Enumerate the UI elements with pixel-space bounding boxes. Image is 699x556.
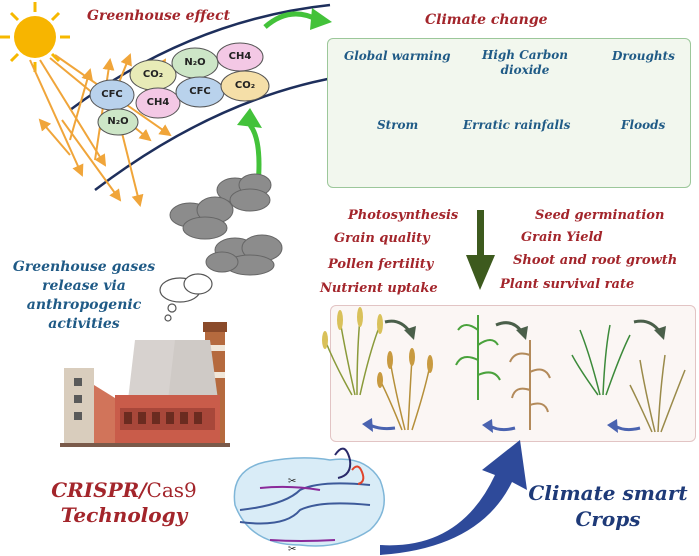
sun-icon	[0, 2, 70, 72]
text-line: Crops	[575, 507, 641, 531]
green-arrow-to-climate	[263, 11, 320, 29]
gas-label: CH4	[228, 51, 252, 62]
rice-plants	[571, 324, 686, 433]
wheat-heads	[322, 307, 433, 388]
effect-label: Seed germination	[535, 208, 665, 223]
gas-label: CO₂	[234, 80, 256, 91]
maize-plants	[455, 315, 551, 430]
crispr-word: CRISPR/	[51, 478, 147, 502]
gas-label: CO₂	[142, 69, 164, 80]
climate-change-title: Climate change	[425, 12, 548, 28]
text-line: release via	[42, 278, 126, 294]
cas9-word: Cas9	[146, 478, 197, 502]
climate-item-label: Floods	[621, 118, 666, 132]
factory-icon	[60, 322, 230, 447]
greenhouse-effect-title: Greenhouse effect	[87, 8, 231, 24]
text-line: Climate smart	[528, 481, 688, 505]
text-line: Greenhouse gases	[12, 259, 156, 275]
gas-label: CH4	[146, 97, 170, 108]
crispr-technology-text: CRISPR/Cas9 Technology	[24, 478, 224, 528]
smoke-clouds	[169, 173, 283, 276]
crispr-cell-icon: ✂ ✂	[233, 447, 385, 555]
crop-transition-arrows	[384, 319, 666, 340]
svg-text:✂: ✂	[288, 544, 296, 555]
text-line: anthropogenic	[26, 297, 142, 313]
effect-label: Shoot and root growth	[513, 253, 678, 268]
climate-item-label: Strom	[377, 118, 419, 132]
text-line: activities	[48, 316, 120, 332]
atmosphere-inner-arc	[94, 73, 351, 191]
dark-arrow-down	[466, 210, 495, 290]
climate-item-label: High Carbon dioxide	[482, 48, 568, 77]
effect-label: Grain Yield	[521, 230, 603, 245]
climate-smart-crops-text: Climate smart Crops	[518, 480, 698, 532]
climate-change-panel	[327, 38, 691, 188]
small-cloud-puffs	[159, 273, 213, 322]
sun-rays	[29, 53, 172, 207]
gas-molecules	[89, 42, 270, 136]
gas-label: CFC	[101, 89, 123, 100]
greenhouse-gases-release-text: Greenhouse gases release via anthropogen…	[4, 258, 164, 334]
effect-label: Photosynthesis	[348, 208, 459, 223]
effect-label: Nutrient uptake	[320, 281, 438, 296]
climate-item-label: Droughts	[612, 49, 675, 63]
gas-label: N₂O	[184, 57, 206, 68]
wheat-plants	[324, 317, 431, 431]
gas-label: N₂O	[107, 116, 129, 127]
crop-return-arrows	[362, 418, 641, 433]
climate-item-label: Erratic rainfalls	[463, 118, 571, 132]
gas-label: CFC	[189, 86, 211, 97]
climate-item-label: Global warming	[344, 49, 451, 63]
big-blue-arrow	[380, 440, 527, 555]
svg-text:✂: ✂	[288, 476, 296, 487]
effect-label: Grain quality	[334, 231, 430, 246]
technology-word: Technology	[60, 503, 188, 527]
effect-label: Plant survival rate	[500, 277, 635, 292]
effect-label: Pollen fertility	[328, 257, 434, 272]
